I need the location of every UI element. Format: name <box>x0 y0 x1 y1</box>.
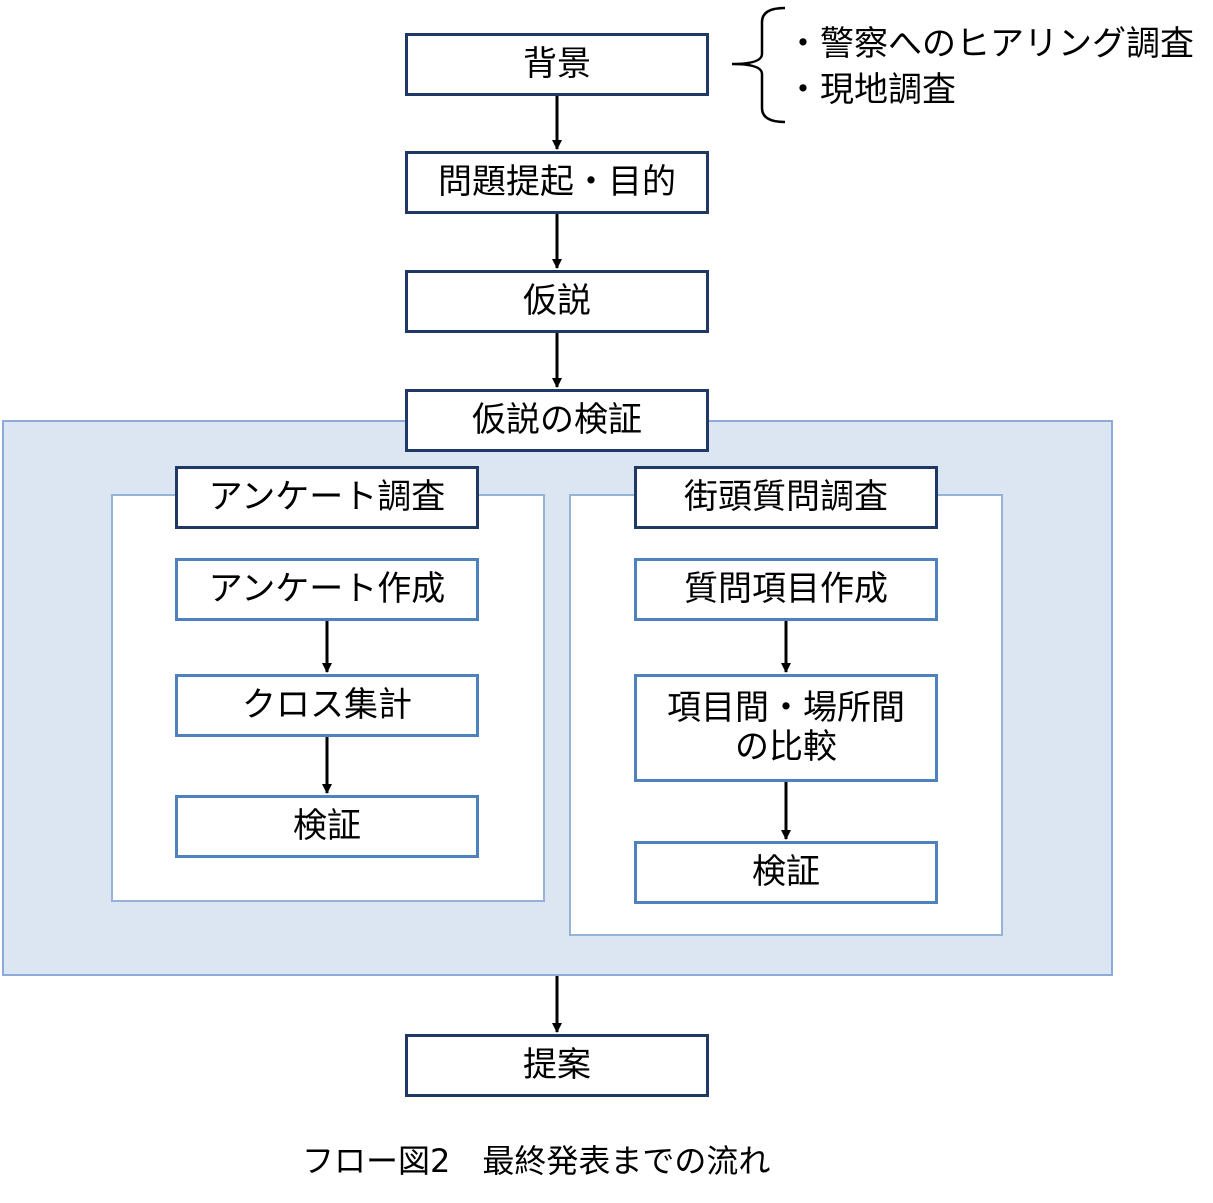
background-note: ・警察へのヒアリング調査 <box>786 24 1194 64</box>
survey-step-box: クロス集計 <box>175 674 479 737</box>
survey-title-box: アンケート調査 <box>175 466 479 529</box>
problem-label: 問題提起・目的 <box>438 161 676 202</box>
survey-step-label: クロス集計 <box>242 684 412 725</box>
figure-caption: フロー図2 最終発表までの流れ <box>302 1142 771 1180</box>
street-title: 街頭質問調査 <box>684 476 888 517</box>
verification-box: 仮説の検証 <box>405 389 709 452</box>
background-box: 背景 <box>405 33 709 96</box>
survey-step-box: アンケート作成 <box>175 558 479 621</box>
survey-title: アンケート調査 <box>208 476 446 517</box>
survey-step-label: アンケート作成 <box>208 568 446 609</box>
problem-box: 問題提起・目的 <box>405 151 709 214</box>
hypothesis-box: 仮説 <box>405 270 709 333</box>
brace-shape <box>731 6 786 124</box>
street-title-box: 街頭質問調査 <box>634 466 938 529</box>
street-step-box: 検証 <box>634 841 938 904</box>
proposal-label: 提案 <box>523 1044 591 1085</box>
verification-label: 仮説の検証 <box>472 399 642 440</box>
background-note: ・現地調査 <box>786 70 956 110</box>
proposal-box: 提案 <box>405 1034 709 1097</box>
background-label: 背景 <box>523 43 591 84</box>
survey-step-label: 検証 <box>293 805 361 846</box>
street-step-box: 項目間・場所間 の比較 <box>634 674 938 782</box>
street-step-label: 検証 <box>752 851 820 892</box>
street-step-label: 項目間・場所間 の比較 <box>667 687 905 767</box>
street-step-box: 質問項目作成 <box>634 558 938 621</box>
hypothesis-label: 仮説 <box>523 280 591 321</box>
street-step-label: 質問項目作成 <box>684 568 888 609</box>
survey-step-box: 検証 <box>175 795 479 858</box>
